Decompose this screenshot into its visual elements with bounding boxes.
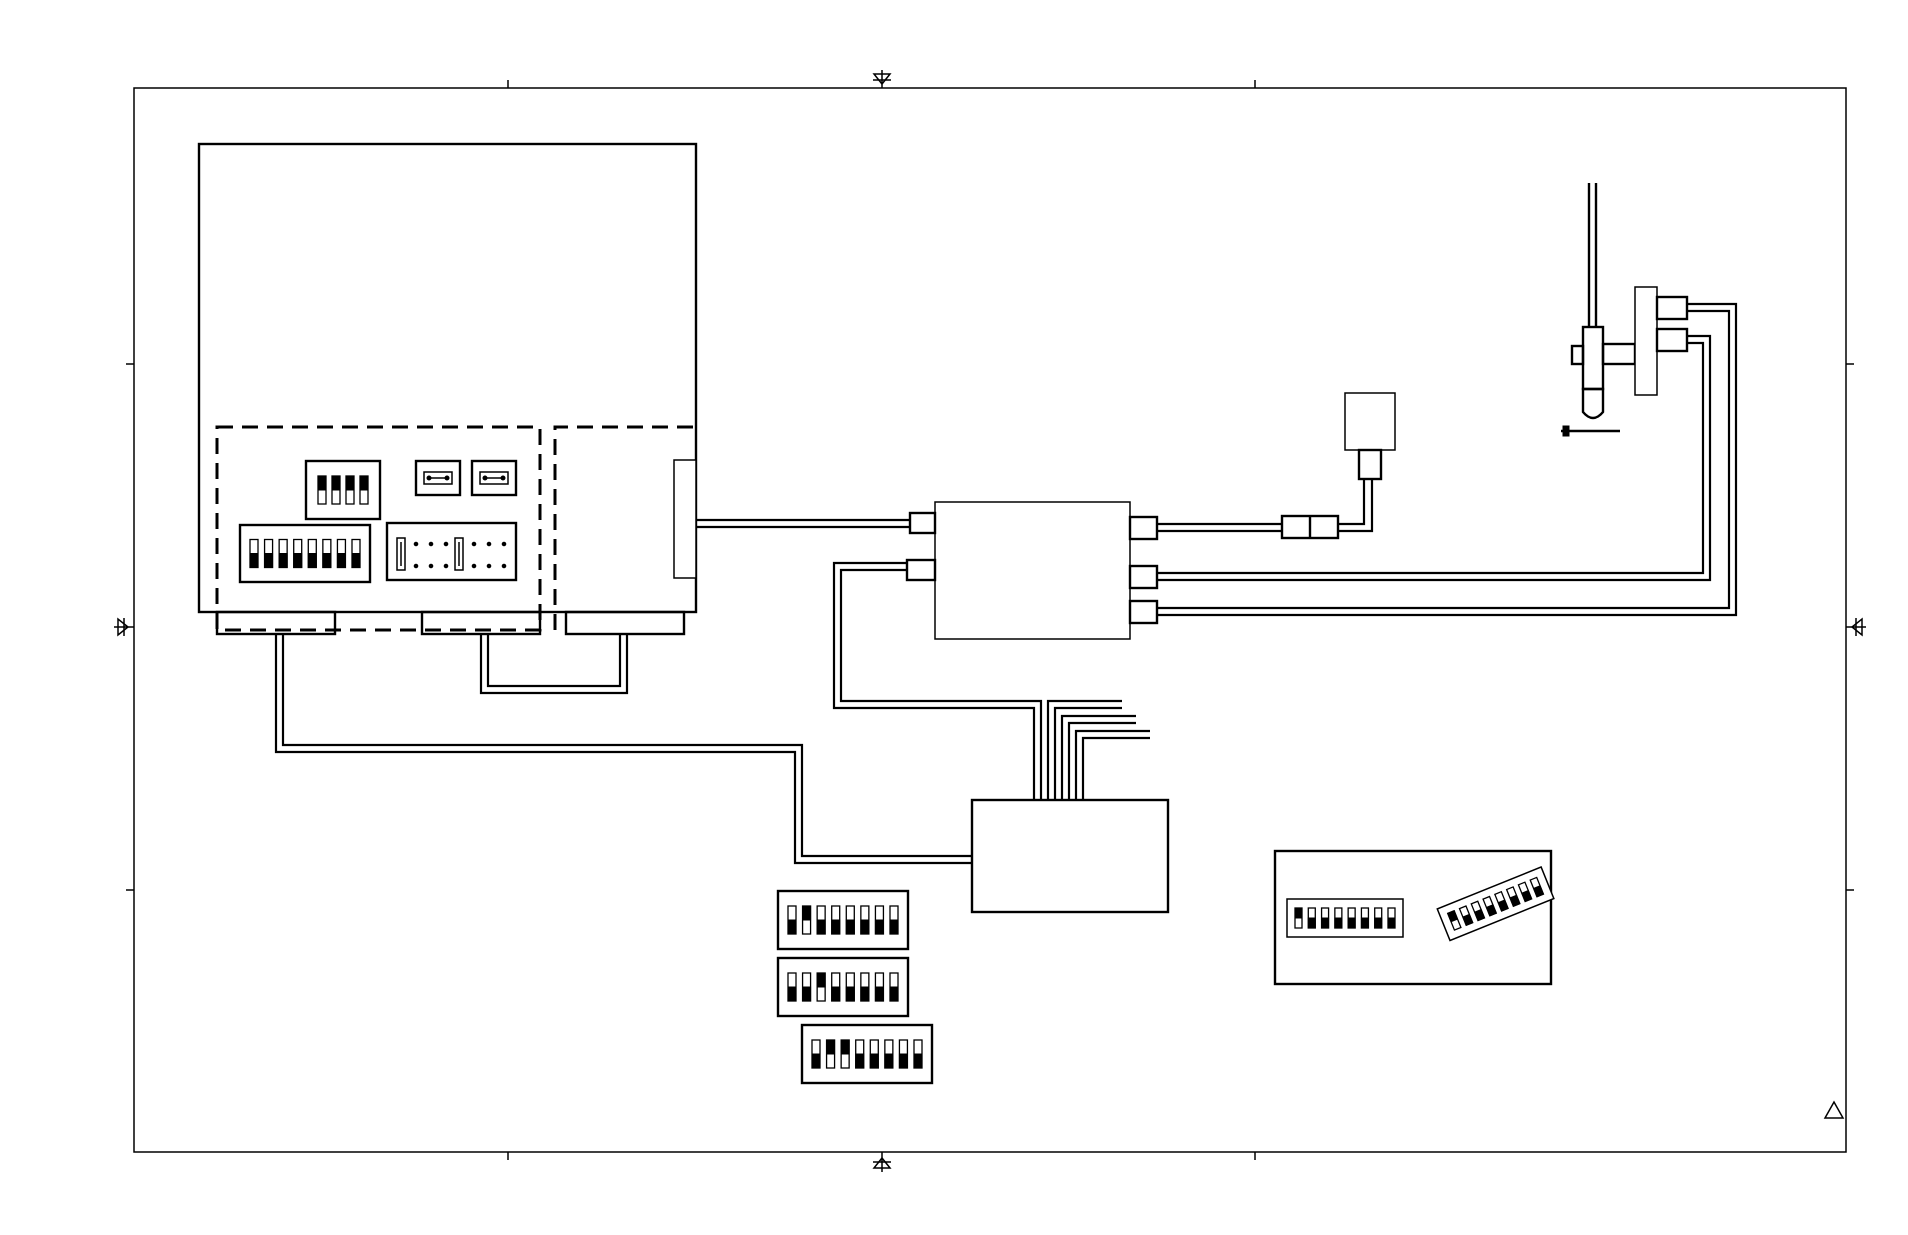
dip-switch-position: [1307, 907, 1316, 929]
interface-port-left-lower: [905, 558, 937, 582]
dip-switch-bank: [776, 889, 910, 951]
dip-switch-position: [351, 538, 361, 569]
center-mark-left: [114, 617, 134, 637]
jumper-header: [385, 521, 518, 582]
dip-switch-position: [855, 1039, 865, 1069]
cable-main-to-control: [274, 634, 972, 865]
dip-switch-position: [1347, 907, 1356, 929]
dip-switch-position: [913, 1039, 923, 1069]
dip-switch-position: [1374, 907, 1383, 929]
dip-switch-bank: [1286, 898, 1404, 938]
dip-switch-position: [1505, 886, 1521, 908]
dip-switch-position: [840, 1039, 850, 1069]
dip-switch-position: [1294, 907, 1303, 929]
dip-switch-position: [811, 1039, 821, 1069]
dip-switch-position: [898, 1039, 909, 1069]
dip-switch-position: [1493, 890, 1509, 912]
dip-switch-position: [1470, 900, 1486, 922]
dip-switch-position: [860, 905, 870, 935]
jumper-block: [470, 459, 518, 497]
dip-switch-position: [1387, 907, 1396, 929]
dip-switch-bank: [776, 956, 910, 1018]
revision-triangle-marker: [1823, 1100, 1845, 1119]
dip-switch-position: [874, 972, 885, 1002]
center-mark-top: [872, 70, 892, 88]
dip-switch-position: [1334, 907, 1343, 929]
inline-connector: [1280, 514, 1340, 540]
jumper-block: [414, 459, 462, 497]
dip-switch-position: [831, 905, 841, 935]
dip-switch-position: [889, 972, 899, 1002]
dip-switch-bank: [238, 523, 372, 584]
dip-switch-position: [831, 972, 841, 1002]
dip-switch-bank: [304, 459, 382, 521]
dip-switch-position: [845, 972, 855, 1002]
dip-switch-position: [345, 475, 355, 505]
cable-connector-to-sensor: [1338, 479, 1374, 533]
dip-switch-position: [336, 538, 347, 569]
dip-switch-position: [860, 972, 870, 1002]
dip-switch-position: [293, 538, 303, 569]
center-mark-bottom: [872, 1152, 892, 1172]
dip-switch-position: [816, 905, 826, 935]
interface-port-right-1: [1128, 515, 1159, 541]
dip-switch-position: [787, 972, 797, 1002]
dip-switch-detail-inset: [1273, 849, 1555, 986]
dip-switch-position: [1529, 876, 1545, 898]
dip-switch-position: [869, 1039, 879, 1069]
control-unit: [970, 798, 1170, 914]
cable-interface-to-control: [832, 561, 1043, 800]
dip-switch-position: [889, 905, 899, 935]
interface-port-right-3: [1128, 599, 1159, 625]
cable-interface-to-connector: [1157, 522, 1282, 533]
dip-switch-position: [307, 538, 317, 569]
main-unit: [197, 142, 698, 636]
main-unit-bottom-connector-right: [564, 610, 686, 636]
dip-switch-position: [249, 538, 259, 569]
main-unit-side-connector: [673, 459, 697, 579]
cable-interface-to-probe-a: [1157, 334, 1712, 582]
wiring: [274, 302, 1738, 865]
dip-switch-position: [359, 475, 369, 505]
dip-switch-position: [1360, 907, 1370, 929]
control-unit-harness: [1046, 699, 1150, 800]
cable-main-loopback: [479, 634, 629, 695]
drawing-frame: [114, 70, 1866, 1172]
dip-switch-bank: [1436, 866, 1555, 942]
interface-unit: [905, 501, 1159, 640]
dip-switch-position: [874, 905, 885, 935]
interface-port-right-2: [1128, 564, 1159, 590]
cable-interface-to-probe-b: [1157, 302, 1738, 617]
center-mark-right: [1846, 617, 1866, 637]
dip-switch-position: [317, 475, 327, 505]
dip-switch-position: [787, 905, 797, 935]
interface-port-left-upper: [908, 511, 937, 535]
dip-switch-position: [322, 538, 332, 569]
dip-switch-bank: [800, 1023, 934, 1085]
dip-switch-position: [884, 1039, 894, 1069]
dip-switch-position: [1517, 881, 1533, 903]
dip-switch-position: [1320, 907, 1330, 929]
dip-switch-position: [825, 1039, 836, 1069]
dip-switch-position: [801, 972, 812, 1002]
dip-switch-config-group: [776, 889, 934, 1085]
dip-switch-position: [1482, 895, 1498, 917]
dip-switch-position: [263, 538, 274, 569]
dip-switch-position: [331, 475, 341, 505]
dip-switch-position: [801, 905, 812, 935]
dip-switch-position: [1458, 905, 1474, 927]
dip-switch-position: [278, 538, 288, 569]
dip-switch-position: [845, 905, 855, 935]
dip-switch-position: [1446, 909, 1462, 931]
sensor-unit: [1344, 392, 1396, 481]
probe-assembly: [1561, 183, 1689, 437]
dip-switch-position: [816, 972, 826, 1002]
cable-main-to-interface: [696, 518, 910, 529]
